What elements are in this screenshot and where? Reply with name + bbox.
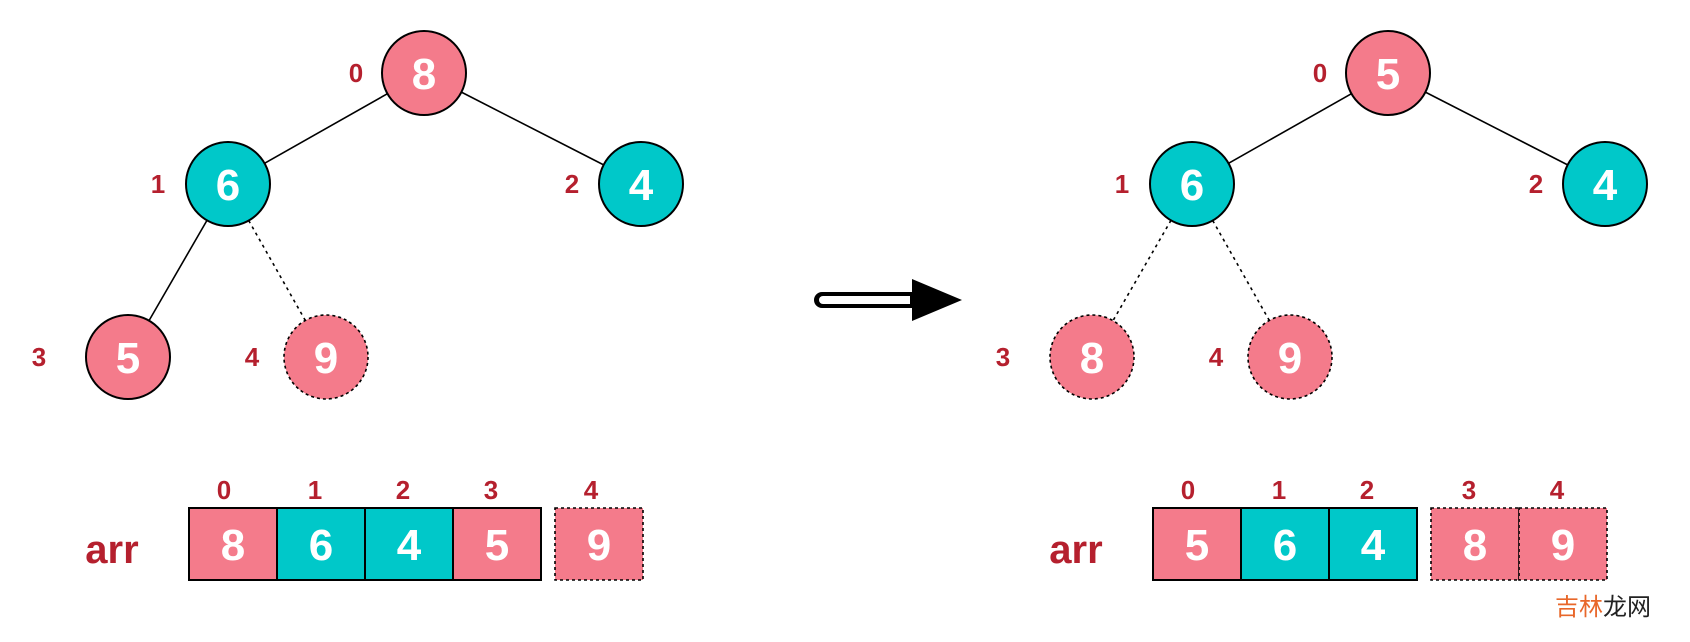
cell-index-label: 2: [396, 475, 410, 505]
cell-index-label: 3: [1462, 475, 1476, 505]
tree-node: 94: [1209, 314, 1333, 400]
array-cell: 61: [276, 475, 366, 581]
node-value: 5: [1376, 50, 1400, 99]
node-value: 9: [314, 334, 338, 383]
node-value: 9: [1278, 334, 1302, 383]
node-index-label: 0: [349, 58, 363, 88]
cell-value: 4: [397, 521, 422, 570]
node-index-label: 0: [1313, 58, 1327, 88]
cell-index-label: 0: [1181, 475, 1195, 505]
cell-box: [276, 507, 366, 581]
node-circle: [185, 141, 271, 227]
watermark: 吉林龙网: [1555, 593, 1651, 621]
node-circle: [598, 141, 684, 227]
node-circle: [1345, 30, 1431, 116]
tree-node: 94: [245, 314, 369, 400]
cell-value: 5: [485, 521, 509, 570]
array-cell: 94: [1518, 475, 1608, 581]
array-cell: 94: [554, 475, 644, 581]
node-circle: [1562, 141, 1648, 227]
tree-edge: [1425, 91, 1568, 166]
cell-value: 6: [1273, 521, 1297, 570]
cell-value: 4: [1361, 521, 1386, 570]
node-circle: [1247, 314, 1333, 400]
cell-box: [1240, 507, 1330, 581]
cell-index-label: 3: [484, 475, 498, 505]
tree-node: 83: [996, 314, 1135, 400]
array-cell: 42: [364, 475, 454, 581]
node-circle: [381, 30, 467, 116]
node-index-label: 4: [1209, 342, 1224, 372]
tree-node: 61: [151, 141, 271, 227]
node-value: 8: [1080, 334, 1104, 383]
tree-node: 42: [1529, 141, 1648, 227]
tree-edge: [461, 91, 604, 166]
tree-edge: [148, 219, 208, 322]
node-value: 5: [116, 334, 140, 383]
tree-node: 80: [349, 30, 467, 116]
cell-value: 6: [309, 521, 333, 570]
node-index-label: 3: [996, 342, 1010, 372]
array-cell: 83: [1430, 475, 1520, 581]
cell-index-label: 2: [1360, 475, 1374, 505]
cell-value: 5: [1185, 521, 1209, 570]
node-value: 8: [412, 50, 436, 99]
array-cell: 42: [1328, 475, 1418, 581]
node-index-label: 2: [565, 169, 579, 199]
tree-node: 61: [1115, 141, 1235, 227]
cell-box: [1152, 507, 1242, 581]
cell-index-label: 1: [1272, 475, 1286, 505]
tree-edge: [264, 93, 388, 164]
node-value: 4: [1593, 161, 1618, 210]
tree-edge: [248, 220, 306, 321]
cell-box: [188, 507, 278, 581]
cell-box: [1328, 507, 1418, 581]
cell-box: [1430, 507, 1520, 581]
array-label: arr: [85, 528, 138, 572]
cell-index-label: 0: [217, 475, 231, 505]
tree-edge: [1228, 93, 1352, 164]
cell-index-label: 4: [1550, 475, 1565, 505]
node-circle: [283, 314, 369, 400]
tree-node: 53: [32, 314, 171, 400]
array-cell: 50: [1152, 475, 1242, 581]
cell-index-label: 1: [308, 475, 322, 505]
node-index-label: 3: [32, 342, 46, 372]
cell-value: 9: [1551, 521, 1575, 570]
cell-box: [452, 507, 542, 581]
array-cell: 61: [1240, 475, 1330, 581]
node-value: 4: [629, 161, 654, 210]
tree-node: 42: [565, 141, 684, 227]
cell-box: [554, 507, 644, 581]
tree-edge: [1112, 219, 1172, 322]
node-index-label: 2: [1529, 169, 1543, 199]
node-circle: [1049, 314, 1135, 400]
tree-node: 50: [1313, 30, 1431, 116]
cell-value: 9: [587, 521, 611, 570]
cell-value: 8: [1463, 521, 1487, 570]
cell-box: [1518, 507, 1608, 581]
tree-edge: [1212, 220, 1270, 321]
node-index-label: 4: [245, 342, 260, 372]
array-cell: 80: [188, 475, 278, 581]
cell-box: [364, 507, 454, 581]
node-index-label: 1: [151, 169, 165, 199]
array-cell: 53: [452, 475, 542, 581]
node-value: 6: [1180, 161, 1204, 210]
array-label: arr: [1049, 528, 1102, 572]
node-index-label: 1: [1115, 169, 1129, 199]
cell-index-label: 4: [584, 475, 599, 505]
node-value: 6: [216, 161, 240, 210]
transition-arrow-icon: [814, 279, 962, 321]
node-circle: [85, 314, 171, 400]
node-circle: [1149, 141, 1235, 227]
cell-value: 8: [221, 521, 245, 570]
